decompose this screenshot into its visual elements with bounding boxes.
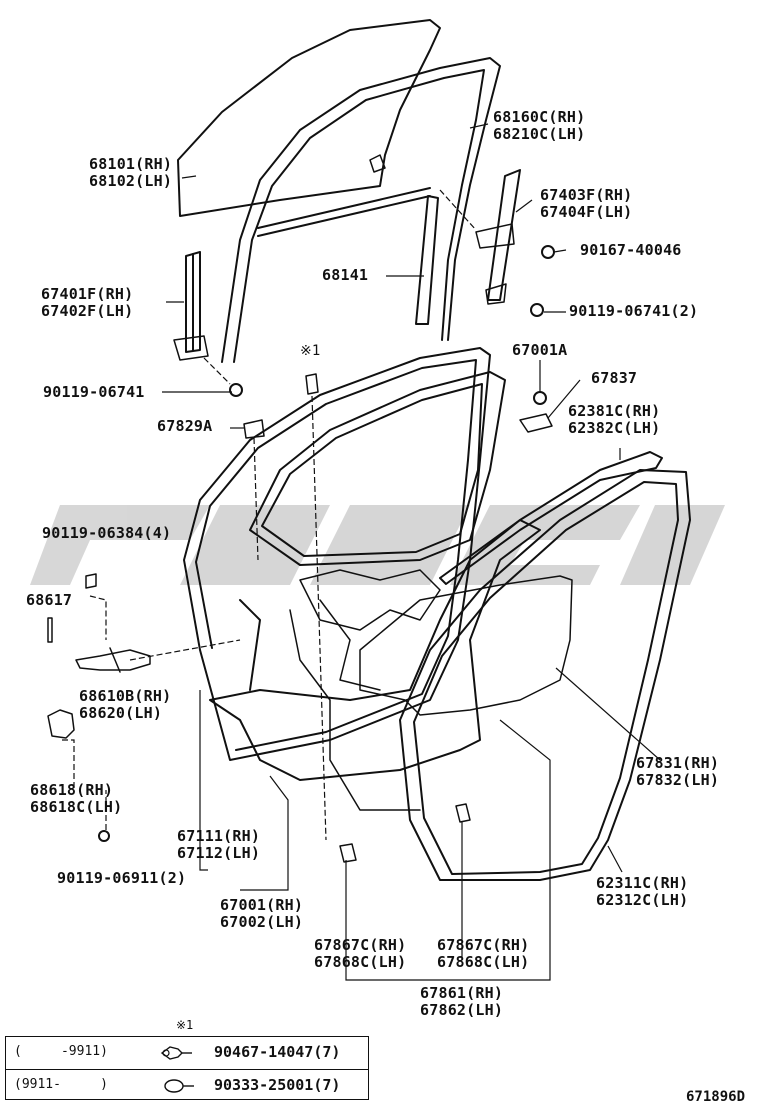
label-68620: 68620(LH) — [79, 704, 163, 722]
legend-range: (9911- ) — [14, 1077, 108, 1092]
label-90119-06384: 90119-06384(4) — [42, 524, 172, 542]
front-channel — [185, 251, 201, 353]
label-67868c-left: 67868C(LH) — [314, 953, 407, 971]
label-68141: 68141 — [322, 266, 369, 284]
clip-icon — [160, 1046, 192, 1060]
label-68610b: 68610B(RH) — [79, 687, 172, 705]
label-68618: 68618(RH) — [30, 781, 114, 799]
label-67401f: 67401F(RH) — [41, 285, 134, 303]
upper-weatherstrip — [439, 451, 663, 585]
label-67861: 67861(RH) — [420, 984, 504, 1002]
label-mark1: ※1 — [300, 343, 321, 359]
label-67867c-left: 67867C(RH) — [314, 936, 407, 954]
label-90167-40046: 90167-40046 — [580, 241, 682, 259]
label-67867c-right: 67867C(RH) — [437, 936, 530, 954]
label-67831: 67831(RH) — [636, 754, 720, 772]
legend-row: ( -9911) 90467-14047(7) — [6, 1037, 368, 1068]
drawing-number: 671896D — [686, 1089, 746, 1105]
label-67112: 67112(LH) — [177, 844, 261, 862]
label-68160c: 68160C(RH) — [493, 108, 586, 126]
legend-mark: ※1 — [176, 1018, 194, 1032]
label-62381c: 62381C(RH) — [568, 402, 661, 420]
bolt-90119-06741 — [229, 383, 243, 397]
label-67403f: 67403F(RH) — [540, 186, 633, 204]
division-bar — [415, 195, 439, 325]
label-68101: 68101(RH) — [89, 155, 173, 173]
label-67862: 67862(LH) — [420, 1001, 504, 1019]
legend-row: (9911- ) 90333-25001(7) — [6, 1069, 368, 1101]
label-90119-06911: 90119-06911(2) — [57, 869, 187, 887]
label-68618c: 68618C(LH) — [30, 798, 123, 816]
label-67832: 67832(LH) — [636, 771, 720, 789]
label-68210c: 68210C(LH) — [493, 125, 586, 143]
label-62382c: 62382C(LH) — [568, 419, 661, 437]
door-glass — [177, 19, 441, 217]
label-67002: 67002(LH) — [220, 913, 304, 931]
clip-icon — [164, 1079, 194, 1093]
label-62312c: 62312C(LH) — [596, 891, 689, 909]
door-panel — [209, 519, 541, 781]
label-67001a: 67001A — [512, 341, 568, 359]
glass-run-channel — [221, 57, 501, 363]
label-67111: 67111(RH) — [177, 827, 261, 845]
door-weatherstrip — [399, 469, 691, 881]
label-90119-06741: 90119-06741 — [43, 383, 145, 401]
label-67837: 67837 — [591, 369, 638, 387]
watermark-logo — [30, 505, 725, 585]
service-hole-cover — [359, 575, 573, 716]
rear-channel — [487, 169, 521, 301]
label-67402f: 67402F(LH) — [41, 302, 134, 320]
label-67868c-right: 67868C(LH) — [437, 953, 530, 971]
door-outer-frame — [183, 347, 491, 761]
label-90119-06741-2: 90119-06741(2) — [569, 302, 699, 320]
legend-range: ( -9911) — [14, 1044, 108, 1059]
label-62311c: 62311C(RH) — [596, 874, 689, 892]
label-67829a: 67829A — [157, 417, 213, 435]
legend-part-number: 90333-25001(7) — [214, 1076, 341, 1094]
legend-part-number: 90467-14047(7) — [214, 1043, 341, 1061]
label-67404f: 67404F(LH) — [540, 203, 633, 221]
legend-table: ( -9911) 90467-14047(7) (9911- ) 90333-2… — [5, 1036, 369, 1100]
door-hinge — [47, 709, 75, 739]
door-check — [75, 649, 151, 671]
label-68102: 68102(LH) — [89, 172, 173, 190]
label-68617: 68617 — [26, 591, 73, 609]
label-67001: 67001(RH) — [220, 896, 304, 914]
